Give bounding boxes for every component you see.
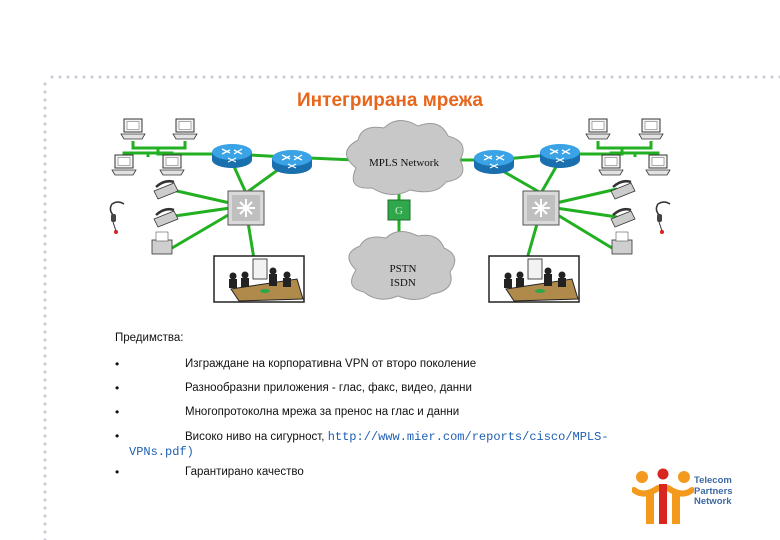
pc-icon: [585, 118, 611, 140]
video-conference-icon: [488, 255, 580, 303]
pbx-icon: [522, 190, 560, 226]
pc-icon: [120, 118, 146, 140]
mpls-cloud-label: MPLS Network: [369, 157, 439, 169]
bullet-icon: •: [115, 405, 120, 419]
reference-link[interactable]: http://www.mier.com/reports/cisco/MPLS-: [327, 430, 609, 444]
headset-icon: [109, 201, 125, 235]
pbx-icon: [227, 190, 265, 226]
telecom-partners-logo-icon: [632, 468, 694, 524]
mpls-cloud: [346, 120, 464, 195]
bullet-icon: •: [115, 465, 120, 479]
gateway-label: G: [395, 205, 403, 217]
benefits-section: Предимства: • Изграждане на корпоративна…: [115, 332, 609, 490]
bullet-icon: •: [115, 357, 120, 371]
benefit-text-security: Високо ниво на сигурност,: [185, 431, 325, 443]
router-icon: [211, 143, 253, 169]
bullet-icon: •: [115, 429, 120, 443]
decorative-dots-top: [48, 74, 780, 80]
pc-icon: [638, 118, 664, 140]
logo-line: Telecom: [694, 475, 732, 486]
benefit-text: Високо ниво на сигурност, http://www.mie…: [185, 430, 609, 444]
benefit-text: Изграждане на корпоративна VPN от второ …: [185, 358, 477, 370]
isdn-label: ISDN: [390, 277, 416, 289]
pc-icon: [111, 154, 137, 176]
video-conference-icon: [213, 255, 305, 303]
logo-line: Partners: [694, 485, 733, 497]
page-title: Интегрирана мрежа: [297, 90, 483, 111]
benefit-item: • Гарантирано качество: [115, 465, 304, 490]
benefit-item: • Многопротоколна мрежа за пренос на гла…: [115, 405, 459, 430]
pc-icon: [159, 154, 185, 176]
headset-icon: [655, 201, 671, 235]
phone-icon: [609, 207, 637, 229]
pc-icon: [645, 154, 671, 176]
pc-icon: [172, 118, 198, 140]
reference-link-continued[interactable]: VPNs.pdf): [129, 445, 194, 459]
benefits-heading: Предимства:: [115, 332, 184, 344]
router-icon: [473, 149, 515, 175]
network-diagram: MPLS Network PSTN ISDN G: [109, 118, 671, 303]
pstn-cloud: [348, 231, 456, 300]
pc-icon: [598, 154, 624, 176]
benefit-item: • Високо ниво на сигурност, http://www.m…: [115, 429, 609, 466]
logo-line: Network: [694, 496, 732, 507]
router-icon: [539, 143, 581, 169]
gateway-icon: [387, 199, 411, 221]
router-icon: [271, 149, 313, 175]
phone-icon: [152, 179, 180, 201]
phone-icon: [609, 179, 637, 201]
benefit-text: Гарантирано качество: [185, 466, 304, 478]
benefit-text: Разнообразни приложения - глас, факс, ви…: [185, 382, 472, 394]
phone-icon: [152, 207, 180, 229]
fax-icon: [151, 231, 173, 255]
logo-text: Telecom Partners Network: [694, 475, 733, 508]
fax-icon: [611, 231, 633, 255]
pstn-label: PSTN: [390, 263, 417, 275]
benefit-item: • Изграждане на корпоративна VPN от втор…: [115, 357, 476, 382]
bullet-icon: •: [115, 381, 120, 395]
decorative-dots-left: [42, 80, 48, 540]
benefit-item: • Разнообразни приложения - глас, факс, …: [115, 381, 472, 406]
benefit-text: Многопротоколна мрежа за пренос на глас …: [185, 406, 460, 418]
